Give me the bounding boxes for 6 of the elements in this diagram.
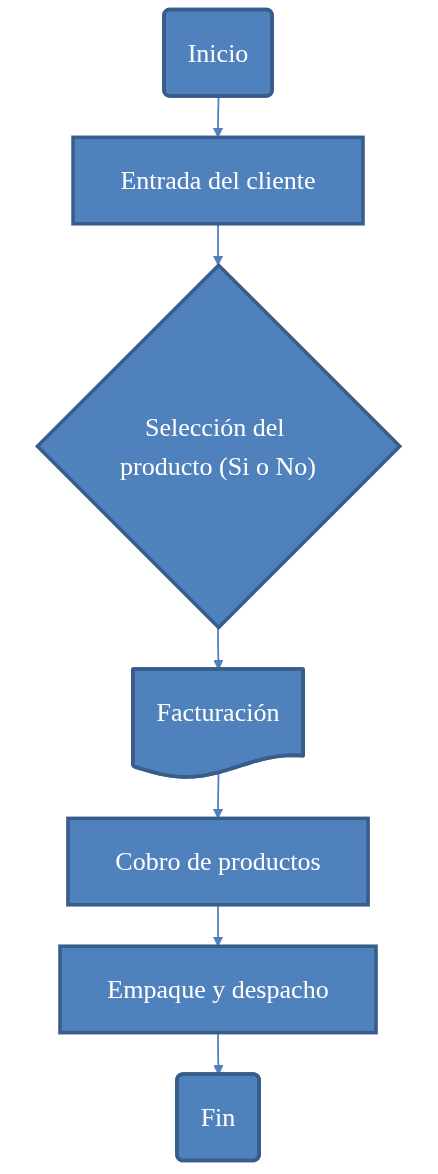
node-box: Entrada del cliente — [71, 135, 366, 226]
arrow — [213, 772, 224, 819]
node-diamond: Selección del producto (Si o No) — [35, 262, 403, 630]
node-box: Empaque y despacho — [58, 944, 379, 1035]
node-box: Cobro de productos — [66, 816, 371, 907]
arrow — [213, 95, 224, 138]
